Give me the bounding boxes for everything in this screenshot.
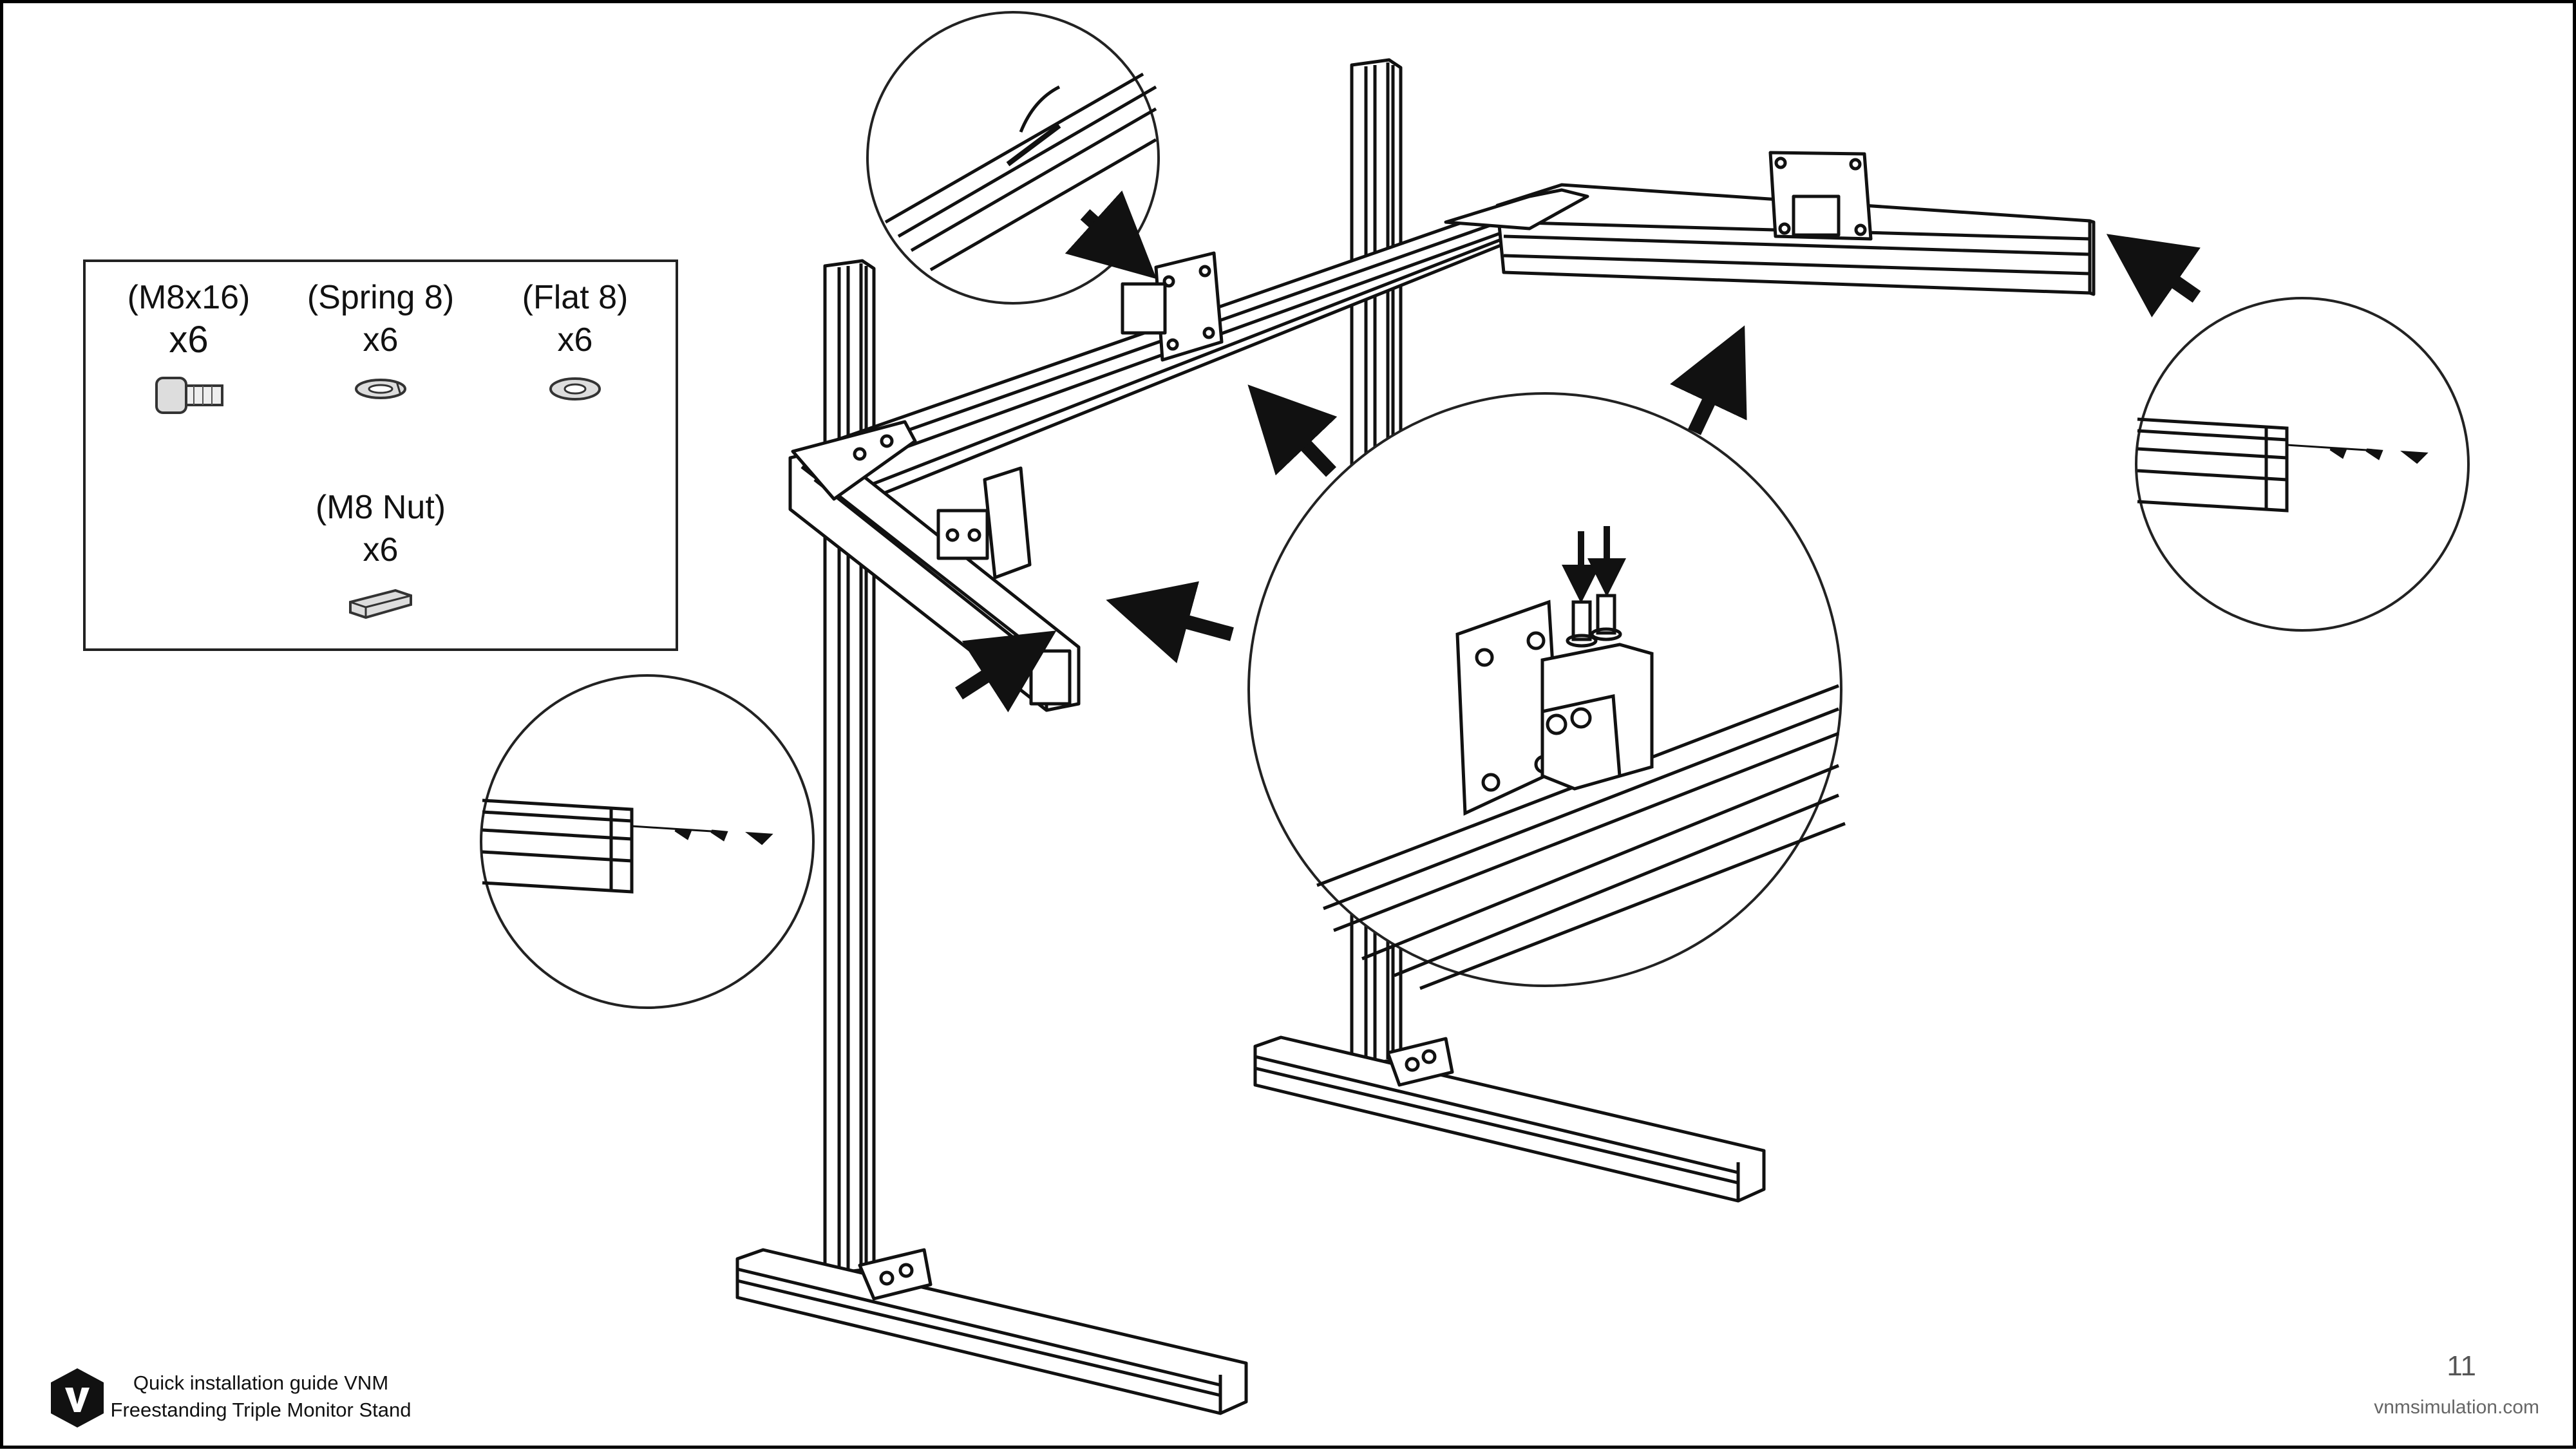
vesa-plate-left [936, 466, 1032, 580]
hardware-parts-box: (M8x16) x6 (Spring 8) x6 (Flat 8) x6 [83, 259, 678, 651]
footer-title: Quick installation guide VNM Freestandin… [106, 1370, 415, 1424]
vnm-logo-icon [51, 1368, 104, 1428]
part-name: (M8x16) [127, 279, 251, 316]
part-quantity: x6 [363, 321, 399, 359]
footer-title-line1: Quick installation guide VNM [133, 1372, 389, 1394]
part-m8nut: (M8 Nut) x6 [284, 486, 477, 621]
part-name: (M8 Nut) [315, 489, 446, 526]
left-upright [823, 259, 876, 1275]
vesa-plate-center [1121, 251, 1224, 362]
website-url: vnmsimulation.com [2374, 1397, 2539, 1418]
footer-title-line2: Freestanding Triple Monitor Stand [110, 1399, 412, 1421]
detail-circle-right [2135, 297, 2470, 632]
assembly-drawing [480, 11, 2470, 1415]
t-nut-icon [349, 589, 412, 619]
part-name: (Spring 8) [307, 279, 455, 316]
part-spring8: (Spring 8) x6 [284, 276, 477, 405]
vesa-plate-right [1768, 151, 1873, 241]
detail-circle-center [1247, 392, 1846, 990]
spring-washer-icon [355, 379, 406, 399]
bolt-icon [155, 377, 223, 414]
flat-washer-icon [549, 377, 601, 401]
corner-bracket [791, 188, 1589, 501]
page-number: 11 [2447, 1350, 2476, 1382]
part-name: (Flat 8) [522, 279, 629, 316]
part-quantity: x6 [169, 319, 209, 361]
left-foot [735, 1248, 1248, 1415]
right-foot [1253, 1035, 1766, 1203]
detail-circle-top [866, 11, 1160, 305]
part-quantity: x6 [557, 321, 593, 359]
detail-circle-left [480, 674, 815, 1009]
part-m8x16: (M8x16) x6 [92, 276, 285, 418]
part-quantity: x6 [363, 531, 399, 569]
part-flat8: (Flat 8) x6 [478, 276, 672, 405]
